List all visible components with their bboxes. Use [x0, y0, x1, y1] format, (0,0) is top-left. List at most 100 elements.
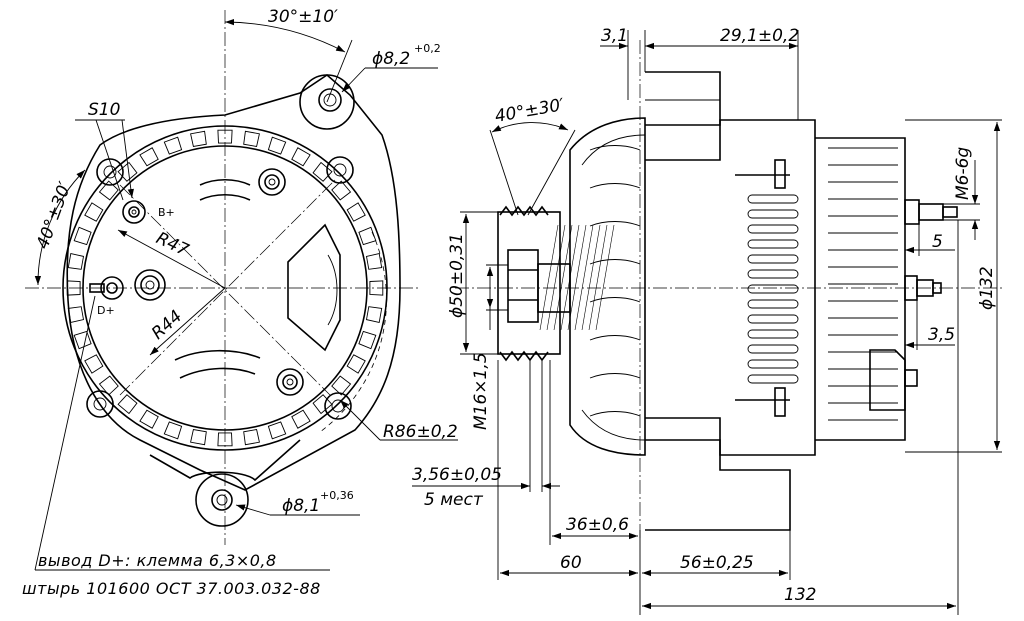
m16-label: M16×1,5 [471, 352, 491, 430]
hole-bottom-label: ϕ8,1 [282, 496, 320, 516]
boss-tl [96, 158, 124, 186]
diagonal-centerline [119, 184, 331, 396]
ventilation-slots [66, 129, 384, 447]
slot [331, 180, 352, 201]
slot [117, 394, 138, 415]
screw-bottom [276, 368, 304, 396]
d3-5-label: 3,5 [928, 325, 955, 345]
stator-fins [747, 194, 799, 384]
slot [365, 306, 383, 323]
hole-top-tol: +0,2 [414, 42, 441, 55]
slot [267, 421, 287, 440]
slot [217, 432, 233, 447]
places-label: 5 мест [424, 490, 484, 510]
stator-fin [747, 374, 799, 384]
inner-ring [82, 145, 368, 431]
m6-label: M6-6g [953, 147, 973, 200]
slot [312, 161, 333, 182]
rear-terminal-top [904, 199, 958, 225]
slot [98, 375, 119, 396]
slot [291, 409, 311, 429]
r86-arc [319, 231, 387, 433]
hatch-line [539, 224, 559, 331]
slot [346, 202, 366, 222]
slot [67, 253, 85, 270]
slot [358, 330, 377, 350]
slot [243, 130, 260, 148]
front-cover [569, 117, 646, 456]
fin [589, 183, 641, 189]
top-lug [645, 71, 721, 161]
d-plus-label: D+ [97, 304, 115, 317]
slot [291, 147, 311, 167]
slot [365, 253, 383, 270]
fin [589, 145, 641, 151]
hole-bottom-tol: +0,36 [320, 489, 354, 502]
slot [358, 226, 377, 246]
stator-fin [747, 314, 799, 324]
note-line-1: вывод D+: клемма 6,3×0,8 [38, 551, 277, 570]
stator-fin [747, 194, 799, 204]
b-plus-label: B+ [158, 206, 175, 219]
slot [139, 147, 159, 167]
angle-top-label: 30°±10′ [268, 7, 338, 27]
slot-label: 3,56±0,05 [412, 465, 502, 485]
fin [589, 411, 641, 417]
r47-label: R47 [153, 228, 192, 260]
side-view: 3,1 29,1±0,2 40°±30′ ϕ50±0,31 M16×1,5 3,… [412, 26, 1005, 615]
stator-fin [747, 359, 799, 369]
angle-top-dimline [224, 18, 346, 53]
d60-label: 60 [560, 553, 582, 573]
top-ear [299, 74, 355, 130]
slot [331, 375, 352, 396]
bottom-ear-hole [211, 489, 233, 511]
bottom-ear-arm [149, 439, 301, 482]
hatch-line [546, 224, 566, 331]
boss-tr [326, 156, 354, 184]
fin [589, 221, 641, 227]
stator-fin [747, 344, 799, 354]
rectifier-plate [287, 223, 341, 352]
lower-vent [174, 349, 261, 379]
hatch-line [581, 224, 601, 331]
slot [84, 354, 104, 374]
d50-label: ϕ50±0,31 [447, 233, 467, 318]
slot [312, 394, 333, 415]
hatch-line [574, 224, 594, 331]
slot [67, 306, 85, 323]
fin [589, 373, 641, 379]
slot [190, 428, 207, 446]
slot [163, 421, 183, 440]
slot [163, 136, 183, 155]
boss-br [324, 392, 352, 420]
slot [217, 129, 233, 144]
d56-label: 56±0,25 [680, 553, 754, 573]
stator-fin [747, 254, 799, 264]
slot [117, 161, 138, 182]
rear-fins [828, 147, 898, 421]
d132-label: 132 [784, 585, 816, 605]
boss-bl [86, 390, 114, 418]
hatch-line [553, 224, 573, 331]
slot [243, 428, 260, 446]
hole-top-label: ϕ8,2 [372, 49, 410, 69]
hatch-line [595, 224, 615, 331]
d3-1-label: 3,1 [601, 26, 628, 46]
stator-body [645, 119, 816, 456]
stator-fin [747, 269, 799, 279]
stator-fin [747, 224, 799, 234]
pulley-hatch [539, 224, 615, 331]
slot [267, 136, 287, 155]
stator-fin [747, 239, 799, 249]
top-ear-hole [318, 88, 342, 112]
slot [73, 330, 92, 350]
terminal-b-plus [122, 200, 146, 224]
angle-left-dimline [34, 169, 86, 286]
rear-terminal-mid [904, 275, 942, 301]
phi132-label: ϕ132 [977, 266, 997, 310]
fin [589, 297, 641, 303]
bottom-lug [645, 417, 791, 531]
d5-label: 5 [932, 232, 943, 252]
terminal-d-plus [89, 276, 124, 300]
stator-fin [747, 209, 799, 219]
